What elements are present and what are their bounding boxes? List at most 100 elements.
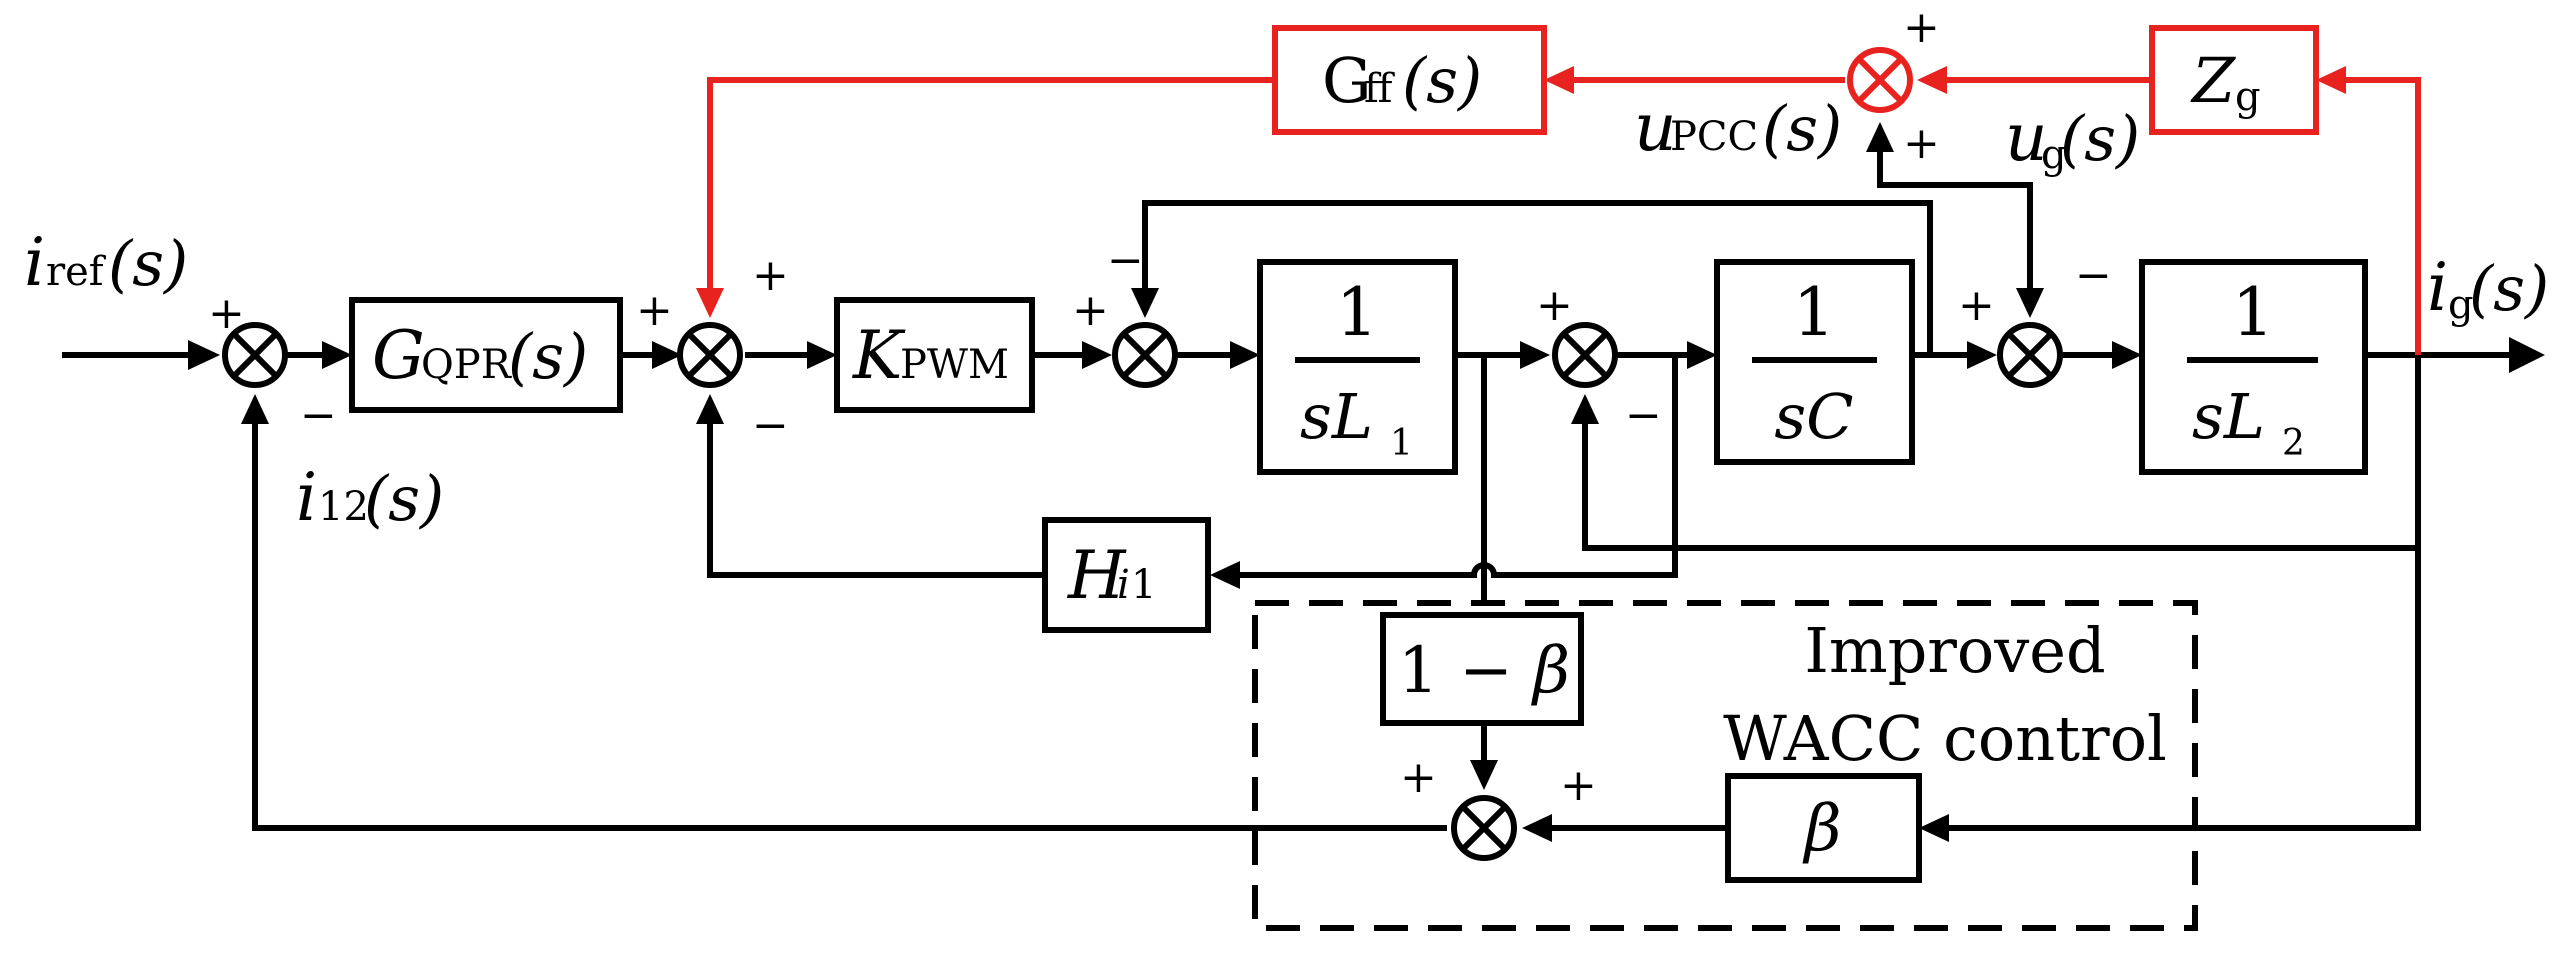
gff-block: G ff (s) bbox=[1272, 25, 1547, 135]
gqpr-block: G QPR (s) bbox=[349, 297, 623, 413]
wacc-label-line2: WACC control bbox=[1723, 702, 2167, 775]
arrowhead bbox=[1522, 814, 1552, 842]
arrowhead bbox=[1082, 341, 1112, 369]
arrowhead bbox=[1687, 341, 1717, 369]
sum-junction-2 bbox=[677, 322, 743, 388]
iref-main: i bbox=[24, 224, 45, 301]
gff-to-sum2-wire bbox=[707, 77, 1275, 300]
c-denominator: sC bbox=[1774, 380, 1853, 453]
upcc-sub: PCC bbox=[1670, 114, 1758, 160]
sum-junction-4 bbox=[1552, 322, 1618, 388]
arrowhead bbox=[2509, 337, 2545, 373]
arrowhead bbox=[1967, 341, 1997, 369]
feedforward-wires bbox=[696, 66, 2421, 355]
arrowhead bbox=[1470, 760, 1498, 790]
arrowhead bbox=[1544, 66, 1574, 94]
l1-denominator-sub: 1 bbox=[1390, 423, 1413, 464]
gqpr-arg: (s) bbox=[508, 320, 588, 393]
hi1-sub-num: 1 bbox=[1131, 562, 1156, 608]
sum1-plus-sign: + bbox=[208, 288, 245, 339]
arrowhead bbox=[1571, 394, 1599, 424]
arrowhead bbox=[696, 394, 724, 424]
beta-symbol: β bbox=[1531, 634, 1570, 708]
ig-arg: (s) bbox=[2469, 252, 2549, 325]
one-minus-text: 1 − bbox=[1398, 634, 1533, 708]
sum5-plus-sign: + bbox=[1958, 280, 1995, 331]
ig-feedback-sum4-wire bbox=[1582, 355, 2421, 551]
sum-junction-5 bbox=[1997, 322, 2063, 388]
signal-labels: i ref (s) i 12 (s) i g (s) u PCC (s) u g… bbox=[24, 89, 2549, 536]
arrowhead bbox=[1210, 561, 1240, 589]
arrowhead bbox=[1520, 341, 1550, 369]
ug-sub: g bbox=[2041, 132, 2067, 178]
sum2-minus-sign: − bbox=[752, 400, 789, 451]
zg-main: Z bbox=[2190, 44, 2236, 117]
ug-main: u bbox=[2005, 99, 2048, 176]
sum-junction-1 bbox=[222, 322, 288, 388]
sum2-plus-left-sign: + bbox=[636, 285, 673, 336]
arrowhead bbox=[1230, 341, 1260, 369]
ig-main: i bbox=[2427, 249, 2448, 326]
l1-denominator: sL bbox=[1300, 380, 1373, 453]
beta-block: β bbox=[1725, 773, 1922, 883]
gqpr-main: G bbox=[372, 317, 425, 394]
arrowhead bbox=[188, 340, 220, 370]
sign-labels: + − + + − + − + − + − + + + + bbox=[208, 2, 2112, 811]
cap-current-wire bbox=[1508, 355, 1678, 578]
i12-main: i bbox=[296, 459, 317, 536]
l2-denominator-sub: 2 bbox=[2282, 423, 2305, 464]
sum-junction-6 bbox=[1451, 795, 1517, 861]
kpwm-block: K PWM bbox=[834, 297, 1035, 413]
sum5-minus-sign: − bbox=[2075, 250, 2112, 301]
improved-wacc-control-box bbox=[1252, 600, 2198, 931]
arrowhead bbox=[2316, 66, 2346, 94]
one-minus-beta-text: 1 − β bbox=[1398, 634, 1570, 708]
arrowhead bbox=[1131, 288, 1159, 318]
arrowhead bbox=[652, 341, 682, 369]
one-minus-beta-block: 1 − β bbox=[1380, 612, 1584, 726]
ig-to-zg-wire bbox=[2335, 77, 2421, 355]
summing-junctions bbox=[222, 47, 2063, 861]
gff-main: G bbox=[1322, 44, 1372, 117]
arrowhead bbox=[2112, 341, 2142, 369]
sum6-plus-left-sign: + bbox=[1400, 752, 1437, 803]
arrowhead bbox=[807, 341, 837, 369]
arrowhead bbox=[2016, 288, 2044, 318]
sum4-minus-sign: − bbox=[1625, 390, 1662, 441]
sum3-minus-sign: − bbox=[1107, 235, 1144, 286]
arrowhead bbox=[696, 288, 724, 318]
ig-to-beta-wire bbox=[1935, 548, 2421, 831]
sum1-minus-sign: − bbox=[300, 390, 337, 441]
gff-arg: (s) bbox=[1402, 44, 1482, 117]
ig-sub: g bbox=[2448, 282, 2474, 328]
ug-into-upcc-wire bbox=[1877, 140, 2033, 210]
vc-feedback-wire bbox=[1142, 200, 1933, 355]
sum6-plus-right-sign: + bbox=[1560, 760, 1597, 811]
arrowhead bbox=[322, 341, 352, 369]
gqpr-sub: QPR bbox=[421, 342, 513, 388]
upcc-plus-bottom-sign: + bbox=[1903, 118, 1940, 169]
zg-sub: g bbox=[2235, 74, 2261, 120]
arrowhead bbox=[1919, 814, 1949, 842]
kpwm-main: K bbox=[852, 317, 906, 394]
hi1-sub-i: i bbox=[1117, 562, 1130, 608]
iref-sub: ref bbox=[46, 249, 107, 295]
arrowhead bbox=[241, 394, 269, 424]
kpwm-sub: PWM bbox=[900, 342, 1009, 388]
hi1-feedback-wire bbox=[707, 412, 1045, 578]
l2-denominator: sL bbox=[2192, 380, 2265, 453]
ug-arg: (s) bbox=[2060, 102, 2140, 175]
hi1-block: H i 1 bbox=[1042, 517, 1211, 633]
i12-arg: (s) bbox=[364, 462, 444, 535]
gff-sub: ff bbox=[1364, 66, 1395, 112]
beta-text: β bbox=[1803, 792, 1842, 866]
upcc-arg: (s) bbox=[1762, 92, 1842, 165]
upcc-plus-top-sign: + bbox=[1903, 2, 1940, 53]
l1-block: 1 sL 1 bbox=[1257, 259, 1458, 475]
sum4-plus-sign: + bbox=[1536, 280, 1573, 331]
i12-sub: 12 bbox=[318, 484, 369, 530]
sum-junction-upcc bbox=[1847, 47, 1913, 113]
l1-numerator: 1 bbox=[1336, 274, 1378, 351]
c-numerator: 1 bbox=[1793, 274, 1835, 351]
